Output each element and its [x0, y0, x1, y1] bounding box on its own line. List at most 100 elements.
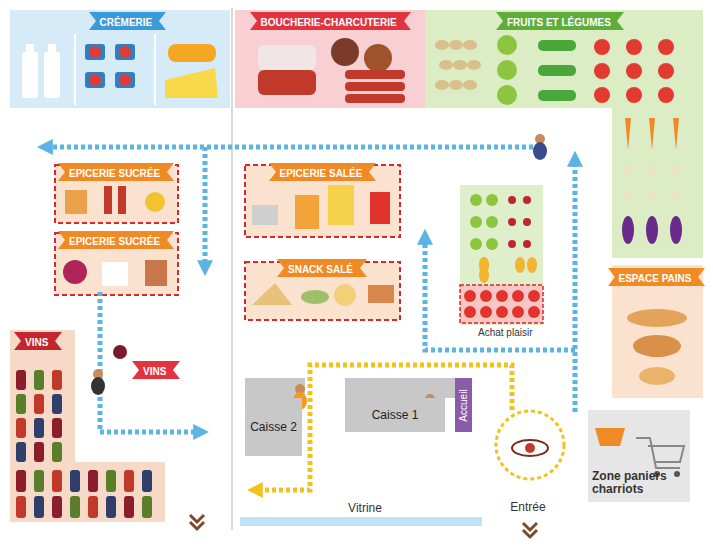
yogurt-lid [89, 74, 101, 86]
onion [671, 190, 681, 200]
wine-bottle [88, 470, 98, 492]
area-box: Zone paniers charriots [592, 470, 686, 496]
potato [463, 40, 477, 50]
flow-path [573, 162, 578, 412]
basket [595, 428, 625, 446]
section-banner: EPICERIE SUCRÉE [58, 163, 174, 181]
cheese [168, 44, 216, 62]
section-banner: VINS [132, 361, 180, 379]
carrot [625, 118, 631, 150]
shelf-box [55, 233, 178, 295]
yogurt [115, 44, 135, 60]
wine-bottle [34, 370, 44, 390]
wine-bottle [16, 418, 26, 438]
wine-bottle [34, 470, 44, 492]
pear [527, 257, 537, 273]
yogurt-lid [89, 46, 101, 58]
cherry [508, 196, 516, 204]
apple [486, 216, 498, 228]
onion [647, 190, 657, 200]
flow-path [100, 292, 198, 432]
lettuce [497, 60, 517, 80]
eye [512, 440, 548, 456]
wine-rack [10, 330, 165, 522]
node-label: EPICERIE SUCRÉE [58, 233, 171, 251]
wine-bottle [52, 442, 62, 462]
onion [623, 165, 633, 175]
wine-bottle [52, 496, 62, 518]
wine-bottle [106, 496, 116, 518]
cherry [508, 218, 516, 226]
flow-path [425, 240, 575, 350]
carrot [673, 118, 679, 150]
tomato [626, 87, 642, 103]
ham [364, 44, 392, 72]
section-banner: ESPACE PAINS [608, 268, 705, 286]
wine-bottle [142, 470, 152, 492]
pear [479, 257, 489, 273]
tomato [658, 63, 674, 79]
potato [449, 40, 463, 50]
pizza [334, 284, 356, 306]
wine-bottle [16, 442, 26, 462]
wrap [301, 290, 329, 304]
bottle [104, 186, 112, 214]
node-label: Accueil [458, 389, 469, 421]
fruits-area [425, 10, 703, 108]
potato [449, 80, 463, 90]
node-label: VINS [132, 363, 177, 381]
map-label: Entrée [510, 500, 545, 514]
wine-bottle [70, 496, 80, 518]
section-banner: BOUCHERIE-CHARCUTERIE [250, 12, 411, 30]
apple [486, 238, 498, 250]
exit-arrow [523, 523, 537, 537]
pear [479, 257, 489, 273]
cremerie-area [10, 10, 230, 108]
cherry [523, 218, 531, 226]
wine-bottle [70, 470, 80, 492]
yogurt [85, 72, 105, 88]
section-banner: EPICERIE SALÉE [269, 163, 376, 181]
cherry [523, 196, 531, 204]
strawberry [464, 290, 476, 302]
strawberry [464, 306, 476, 318]
wine-bottle [34, 442, 44, 462]
carrot [649, 118, 655, 150]
shelf-box [55, 165, 178, 223]
strawberry [496, 290, 508, 302]
potato [453, 60, 467, 70]
eggplant [670, 216, 682, 244]
wine-bottle [88, 496, 98, 518]
apple [470, 194, 482, 206]
eggplant [646, 216, 658, 244]
section-banner: EPICERIE SUCRÉE [58, 231, 174, 249]
sandwich [252, 283, 292, 305]
node-label: SNACK SALÉ [277, 261, 364, 279]
strawberry [496, 306, 508, 318]
wine-bottle [124, 496, 134, 518]
section-banner: FRUITS ET LÉGUMES [496, 12, 624, 30]
wine-bottle [34, 418, 44, 438]
wine-bottle [124, 470, 134, 492]
bread [633, 335, 681, 357]
cherry [523, 240, 531, 248]
wine-bottle [34, 496, 44, 518]
strawberry [528, 306, 540, 318]
onion [671, 165, 681, 175]
cucumber [538, 65, 576, 76]
sausage [345, 94, 405, 103]
yogurt [85, 44, 105, 60]
entrance-circle [496, 411, 564, 479]
tomato [626, 39, 642, 55]
onion [647, 165, 657, 175]
divider [74, 34, 76, 105]
node-label: ESPACE PAINS [608, 270, 703, 288]
quiche [368, 285, 394, 303]
baguette [627, 309, 687, 327]
wine-bottle [52, 370, 62, 390]
wine-bottle [52, 418, 62, 438]
flow-path [48, 145, 540, 150]
strawberry [480, 306, 492, 318]
tomato [594, 63, 610, 79]
